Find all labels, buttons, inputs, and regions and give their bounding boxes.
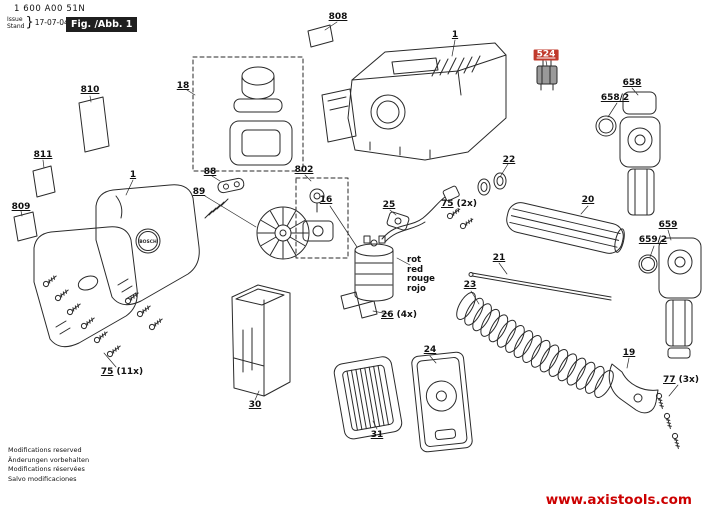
part-label-19: 19 <box>622 348 636 358</box>
part-22-grommets <box>477 172 507 196</box>
part-label-1: 1 <box>451 30 459 40</box>
part-802-service-parts <box>302 188 334 242</box>
issue-stand-labels: Issue Stand <box>7 16 24 30</box>
website-link[interactable]: www.axistools.com <box>545 492 692 508</box>
part-659-nozzle <box>638 237 702 359</box>
part-1-main-housing <box>321 42 507 161</box>
part-21-rod <box>468 272 612 301</box>
brace-glyph: } <box>25 15 34 30</box>
part-label-811: 811 <box>33 150 53 160</box>
part-20-channel <box>506 202 625 254</box>
part-label-659-2: 659/2 <box>638 235 668 245</box>
part-658-nozzle <box>595 91 661 216</box>
part-label-75: 75 (11x) <box>100 367 144 377</box>
issue-stand-block: Issue Stand } 17-07-04 <box>7 15 69 30</box>
screws <box>42 207 680 450</box>
part-label-802: 802 <box>294 165 314 175</box>
part-25-bracket <box>386 211 410 231</box>
part-label-24: 24 <box>423 345 437 355</box>
part-label-18: 18 <box>176 81 190 91</box>
part-19-bracket <box>608 363 659 414</box>
part-label-88: 88 <box>203 167 217 177</box>
wire-color-word: rot <box>407 255 422 265</box>
part-26-pads <box>340 291 378 319</box>
issue-date: 17-07-04 <box>34 18 69 27</box>
part-label-77: 77 (3x) <box>663 375 699 385</box>
part-label-21: 21 <box>492 253 506 263</box>
wire-color-word: rojo <box>407 283 426 294</box>
part-30-shroud <box>231 284 291 397</box>
part-24-cover <box>411 351 473 453</box>
modification-note: Änderungen vorbehalten <box>8 455 90 464</box>
part-label-26: 26 (4x) <box>381 310 417 320</box>
wire-color-word: red <box>407 264 424 275</box>
wire-color-words: rot red rouge rojo <box>407 255 435 294</box>
part-18-cap-assembly <box>229 66 293 166</box>
stand-label: Stand <box>7 22 25 30</box>
part-label-808: 808 <box>328 12 348 22</box>
leader-lines <box>20 21 679 430</box>
part-label-20: 20 <box>581 195 595 205</box>
part-label-1: 1 <box>129 170 137 180</box>
part-808-film <box>307 24 334 48</box>
part-809-film <box>13 211 38 242</box>
part-label-659: 659 <box>658 220 678 230</box>
part-810-film <box>78 96 110 153</box>
document-number: 1 600 A00 51N <box>14 4 86 14</box>
part-89-fan <box>204 198 310 260</box>
bosch-logo: BOSCH <box>139 239 157 245</box>
part-label-658: 658 <box>622 78 642 88</box>
part-label-23: 23 <box>463 280 477 290</box>
part-label-30: 30 <box>248 400 262 410</box>
part-label-16: 16 <box>319 195 333 205</box>
part-1-housing-shells: BOSCH <box>33 184 200 348</box>
wire-color-word: rouge <box>407 274 435 284</box>
part-31-filter <box>333 356 403 440</box>
modification-note: Modifications reserved <box>8 446 82 454</box>
part-label-810: 810 <box>80 85 100 95</box>
issue-label: Issue <box>7 15 23 23</box>
part-label-809: 809 <box>11 202 31 212</box>
part-811-film <box>32 165 56 198</box>
modification-note: Modifications réservées <box>8 465 85 473</box>
service-kit-boxes <box>192 56 349 259</box>
part-label-25: 25 <box>382 200 396 210</box>
part-label-31: 31 <box>370 430 384 440</box>
part-label-22: 22 <box>502 155 516 165</box>
part-label-524: 524 <box>533 49 559 61</box>
part-88-clip <box>217 177 245 194</box>
modification-note: Salvo modificaciones <box>8 474 77 483</box>
part-label-75: 75 (2x) <box>441 199 477 209</box>
figure-label: Fig. /Abb. 1 <box>66 17 138 32</box>
modification-notes: Modifications reserved Änderungen vorbeh… <box>8 446 89 484</box>
part-label-89: 89 <box>192 187 206 197</box>
part-23-hose <box>456 292 614 398</box>
part-label-658-2: 658/2 <box>600 93 630 103</box>
